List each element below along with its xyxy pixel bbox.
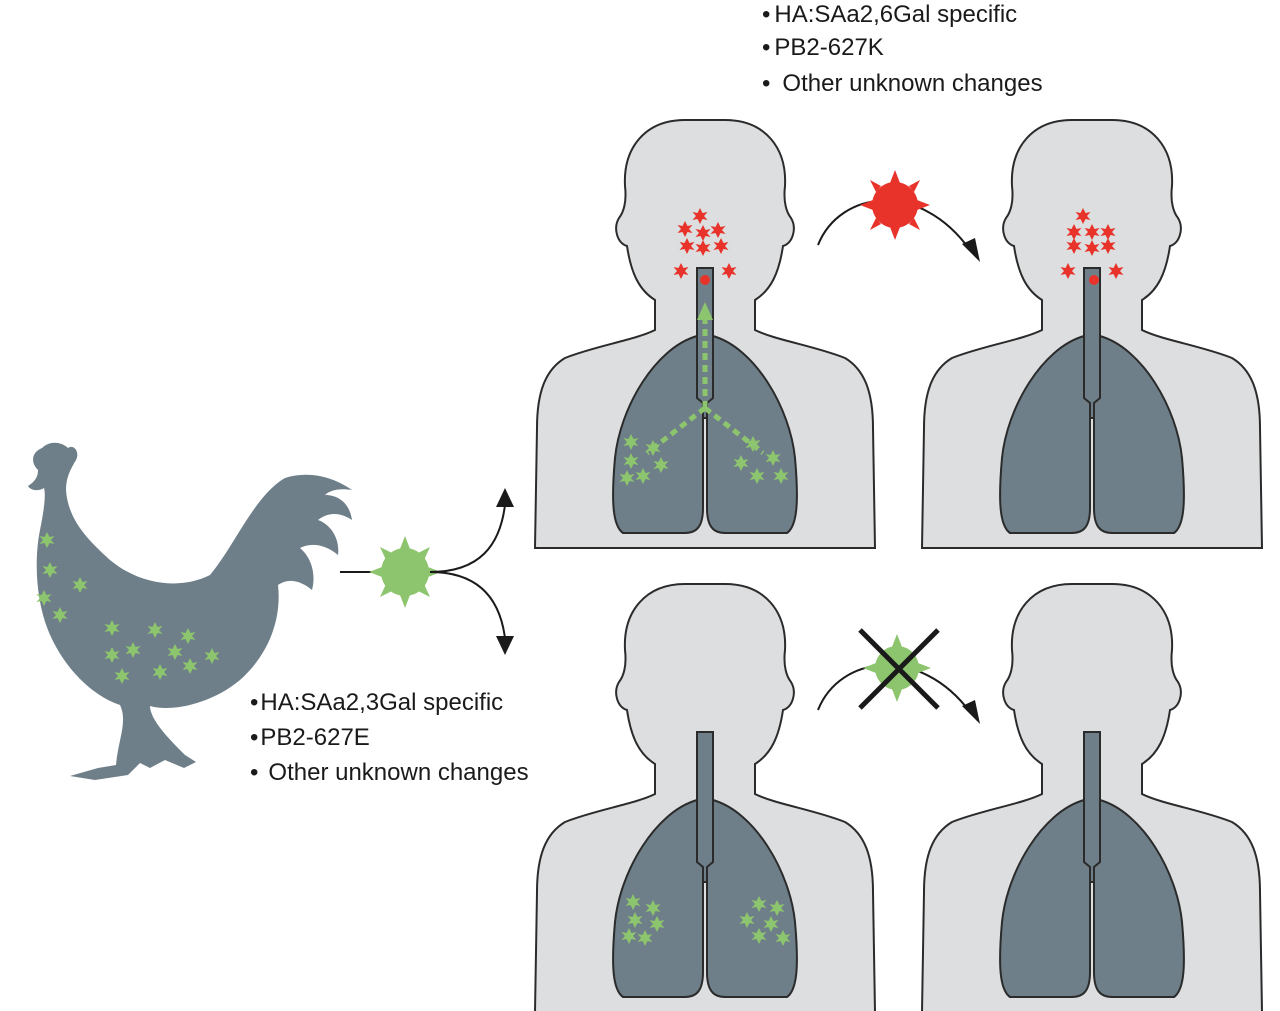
bottom-mutation-list: •HA:SAa2,3Gal specific •PB2-627E •Other … — [250, 689, 529, 786]
cross-icon — [858, 628, 940, 710]
chicken-icon — [26, 442, 352, 780]
branch-arrow-up — [429, 504, 506, 573]
chicken-eye — [26, 471, 34, 479]
throat-red-virus-cluster — [1060, 208, 1124, 285]
throat-red-virus-cluster — [673, 208, 737, 285]
top-mutation-2: •PB2-627K — [762, 34, 884, 61]
green-virus-icon — [369, 536, 441, 608]
bottom-mutation-2: •PB2-627E — [250, 724, 370, 751]
branch-arrow-down — [429, 571, 506, 639]
avian-virus-branch — [340, 488, 514, 655]
bottom-mutation-1: •HA:SAa2,3Gal specific — [250, 689, 503, 716]
arrowhead-down — [496, 636, 514, 655]
human-bottom-right — [921, 583, 1263, 1011]
human-bottom-left — [534, 583, 876, 1011]
blocked-transmission — [817, 628, 980, 724]
top-mutation-1: •HA:SAa2,6Gal specific — [762, 1, 1017, 28]
human-top-right — [921, 119, 1263, 549]
top-mutation-3: •Other unknown changes — [762, 70, 1043, 97]
arrowhead-up — [496, 488, 514, 507]
human-top-left — [534, 119, 876, 549]
red-virus-icon — [860, 170, 930, 240]
bottom-mutation-3: •Other unknown changes — [250, 759, 529, 786]
human-to-human-transmission — [817, 170, 980, 262]
top-mutation-list: •HA:SAa2,6Gal specific •PB2-627K •Other … — [762, 1, 1043, 97]
